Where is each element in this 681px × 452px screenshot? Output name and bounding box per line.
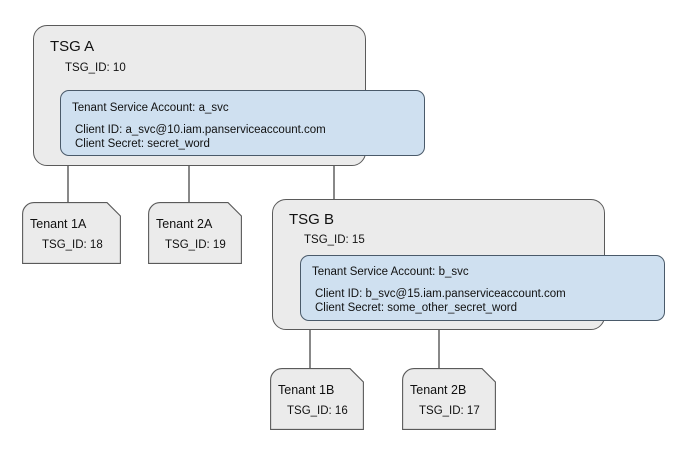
tenant-1b-shape	[270, 368, 364, 430]
tsg-a-title: TSG A	[50, 38, 95, 55]
tenant-2a-subtitle: TSG_ID: 19	[165, 239, 226, 251]
service-account-b-client-id: Client ID: b_svc@15.iam.panserviceaccoun…	[315, 288, 566, 300]
tenant-1a-subtitle: TSG_ID: 18	[42, 239, 103, 251]
tsg-b-title: TSG B	[289, 211, 335, 228]
service-account-card-a[interactable]: Tenant Service Account: a_svc Client ID:…	[60, 90, 425, 156]
tenant-2b-shape	[402, 368, 496, 430]
tsg-a-subtitle: TSG_ID: 10	[65, 62, 126, 74]
tenant-2a-label: Tenant 2A	[156, 217, 213, 231]
service-account-card-b[interactable]: Tenant Service Account: b_svc Client ID:…	[300, 255, 665, 321]
tenant-1b-subtitle: TSG_ID: 16	[287, 405, 348, 417]
service-account-a-client-id: Client ID: a_svc@10.iam.panserviceaccoun…	[75, 124, 326, 136]
tenant-2b-label: Tenant 2B	[410, 383, 467, 397]
tenant-1a-shape	[22, 202, 121, 264]
tsg-b-subtitle: TSG_ID: 15	[304, 234, 365, 246]
tenant-2b-subtitle: TSG_ID: 17	[419, 405, 480, 417]
tenant-node-1b[interactable]: Tenant 1B TSG_ID: 16	[270, 368, 364, 430]
tenant-node-2b[interactable]: Tenant 2B TSG_ID: 17	[402, 368, 496, 430]
tenant-node-1a[interactable]: Tenant 1A TSG_ID: 18	[22, 202, 121, 264]
service-account-b-title: Tenant Service Account: b_svc	[312, 266, 469, 278]
service-account-b-client-secret: Client Secret: some_other_secret_word	[315, 302, 517, 314]
service-account-a-title: Tenant Service Account: a_svc	[72, 102, 229, 114]
tenant-2a-shape	[148, 202, 242, 264]
tenant-node-2a[interactable]: Tenant 2A TSG_ID: 19	[148, 202, 242, 264]
tenant-1b-label: Tenant 1B	[278, 383, 335, 397]
service-account-a-client-secret: Client Secret: secret_word	[75, 138, 210, 150]
tenant-1a-label: Tenant 1A	[30, 217, 87, 231]
